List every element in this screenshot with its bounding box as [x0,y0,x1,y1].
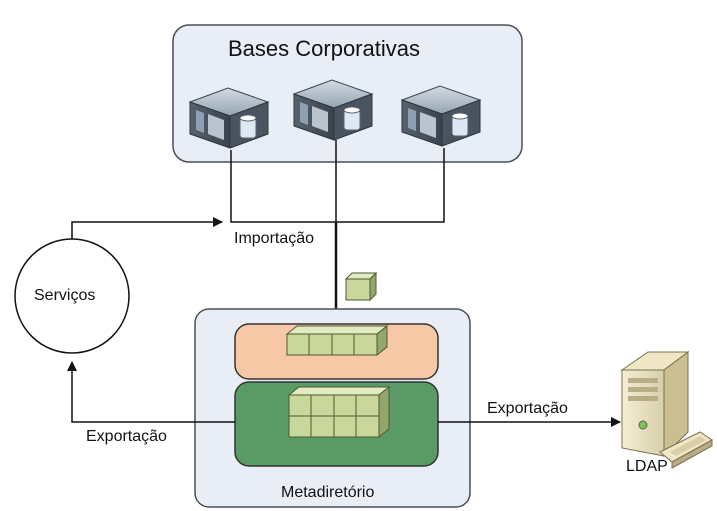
export-left-label: Exportação [86,428,167,445]
import-connector [230,140,445,223]
ldap-label: LDAP [626,458,668,475]
export-right-label: Exportação [487,400,568,417]
staging-cubes-icon [285,324,389,357]
export-to-services-arrow [67,361,235,423]
corporate-bases-title: Bases Corporativas [228,36,420,61]
database-server-icon [292,79,374,141]
import-label: Importação [234,230,315,247]
store-cubes-icon [287,385,391,439]
data-package-icon [344,271,378,302]
services-node [14,238,130,354]
metadirectory-label: Metadiretório [281,484,375,501]
services-label: Serviços [34,287,96,304]
tower-server-icon [620,351,713,469]
database-server-icon [188,87,270,149]
database-server-icon [400,85,482,147]
